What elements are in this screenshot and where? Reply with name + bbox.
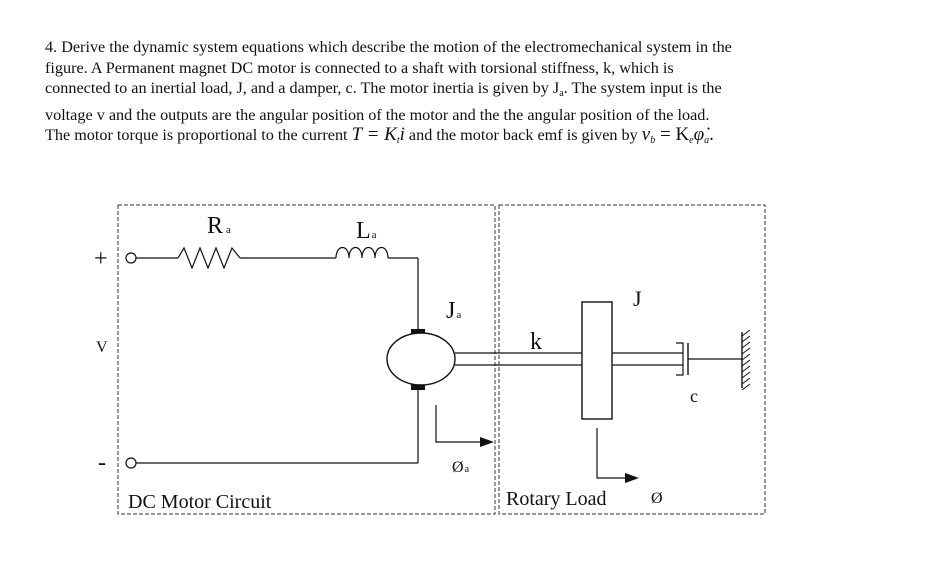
problem-line-3-end: . The system input is the [563, 79, 722, 97]
motor-inertia-label: Ja [446, 298, 461, 324]
emf-voltage-subscript: b [650, 135, 656, 146]
load-angle-arrowhead [625, 473, 639, 483]
emf-constant-subscript: e [689, 135, 694, 146]
current-symbol: i [399, 124, 405, 145]
motor-inertia-subscript: a [559, 88, 564, 99]
damper-label: c [690, 386, 698, 406]
motor-angle-arrowhead [480, 437, 494, 447]
problem-line-5-text: The motor torque is proportional to the … [45, 126, 352, 144]
emf-voltage-symbol: v [641, 124, 651, 145]
problem-line-2: figure. A Permanent magnet DC motor is c… [45, 58, 674, 77]
angular-velocity-subscript: a [704, 135, 710, 146]
problem-line-4: voltage v and the outputs are the angula… [45, 105, 710, 124]
load-inertia [581, 301, 613, 420]
motor-brush-top [411, 329, 425, 335]
positive-terminal [125, 252, 137, 264]
motor-angle-arrow-line [435, 405, 488, 443]
back-emf-equation: vb = Keφ̇a. [641, 124, 714, 146]
negative-terminal [125, 457, 137, 469]
problem-line-5: The motor torque is proportional to the … [45, 124, 905, 152]
motor-angle-label: Øa [452, 459, 470, 476]
emf-eq-text: = K [655, 124, 690, 145]
problem-line-3: connected to an inertial load, J, and a … [45, 78, 905, 105]
stiffness-label: k [530, 329, 542, 355]
load-angle-arrow-line [596, 428, 632, 479]
rotary-load-box [498, 204, 766, 515]
plus-terminal-label: + [94, 246, 108, 272]
dc-motor-circuit-box [117, 204, 496, 515]
problem-line-3-text: connected to an inertial load, J, and a … [45, 79, 560, 97]
dc-motor-circuit-label: DC Motor Circuit [128, 491, 272, 513]
damper-cylinder [676, 342, 684, 376]
load-inertia-label: J [633, 286, 642, 311]
problem-line-5-middle: and the motor back emf is given by [404, 126, 642, 144]
torque-eq-text: T = K [351, 124, 397, 145]
resistor-ra [177, 246, 241, 270]
problem-statement: 4. Derive the dynamic system equations w… [45, 37, 905, 152]
angular-velocity-symbol: φ̇ [693, 124, 705, 145]
motor-brush-bottom [411, 384, 425, 390]
voltage-label: V [96, 339, 108, 356]
minus-terminal-label: - [98, 450, 106, 476]
rotary-load-label: Rotary Load [506, 488, 607, 510]
problem-line-1: 4. Derive the dynamic system equations w… [45, 38, 732, 56]
torque-constant-subscript: t [396, 135, 400, 146]
load-angle-label: Ø [651, 490, 663, 507]
inductor-label: La [356, 218, 377, 244]
inductor-la [335, 246, 389, 259]
emf-period: . [709, 124, 714, 145]
ground-hatching [741, 329, 751, 391]
dc-motor [386, 332, 456, 386]
torque-equation: T = Kti [351, 124, 405, 146]
